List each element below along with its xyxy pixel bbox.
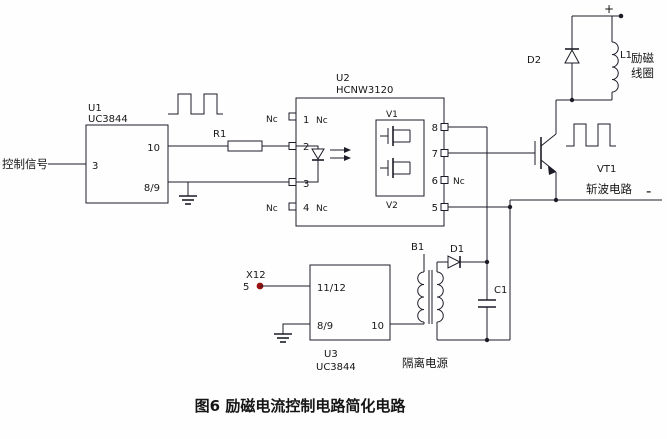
u2-v2-label: V2 <box>386 201 398 211</box>
u2-nc-in4: Nc <box>316 204 328 214</box>
u3-pin89-label: 8/9 <box>317 321 333 332</box>
u1-pin10-label: 10 <box>147 143 160 154</box>
u1-pin3-label: 3 <box>92 161 98 172</box>
ground-symbol <box>179 182 197 205</box>
u2-pin4-label: 4 <box>303 203 309 214</box>
r1-resistor: R1 <box>168 129 289 152</box>
junction-dots <box>484 97 575 343</box>
c1-label: C1 <box>494 285 507 296</box>
u2-pin3-label: 3 <box>303 179 309 190</box>
d2-label: D2 <box>527 55 541 66</box>
b1-label: B1 <box>411 242 424 253</box>
top-rail: + <box>572 2 624 19</box>
control-signal-input: 控制信号 <box>2 157 86 171</box>
u2-nc-in1: Nc <box>316 116 328 126</box>
u1-chip: U1 UC3844 3 10 8/9 <box>85 103 169 204</box>
u2-pin1-label: 1 <box>303 115 309 126</box>
d2-diode: D2 <box>527 16 580 100</box>
u2-pin7-label: 7 <box>432 149 438 160</box>
x12-pin-label: 5 <box>243 282 249 293</box>
u3-ref-label: U3 <box>324 349 338 360</box>
d1-diode: D1 <box>437 244 487 269</box>
r1-label: R1 <box>213 129 226 140</box>
chopper-label: 斩波电路 <box>586 182 632 196</box>
ground-symbol-2 <box>274 323 310 343</box>
u3-pin1112-label: 11/12 <box>317 283 346 294</box>
u2-v1-label: V1 <box>386 110 398 120</box>
vt1-igbt: VT1 <box>534 100 616 200</box>
l1-inductor: L1 励磁 线圈 <box>611 16 654 100</box>
figure-caption: 图6 励磁电流控制电路简化电路 <box>195 397 407 415</box>
b1-transformer: B1 <box>411 242 444 340</box>
u1-ref-label: U1 <box>88 103 102 114</box>
u2-nc-left1: Nc <box>266 115 278 125</box>
u2-ref-label: U2 <box>336 73 350 84</box>
plus-terminal-label: + <box>604 2 614 16</box>
u3-chip: 11/12 8/9 10 U3 UC3844 <box>309 264 391 373</box>
vt1-label: VT1 <box>597 164 616 175</box>
u2-pin5-label: 5 <box>432 203 438 214</box>
x12-terminal: X12 5 <box>243 270 310 293</box>
x12-label: X12 <box>246 270 266 281</box>
u2-nc-right6: Nc <box>453 177 465 187</box>
u3-part-label: UC3844 <box>316 362 356 373</box>
control-signal-label: 控制信号 <box>2 157 48 171</box>
u1-pin89-label: 8/9 <box>144 183 160 194</box>
u3-pin10-label: 10 <box>371 321 384 332</box>
output-stage-symbol: V1 V2 <box>375 110 425 211</box>
l1-label: L1 <box>620 50 632 61</box>
c1-capacitor: C1 <box>478 285 507 340</box>
u2-pin8-label: 8 <box>432 123 438 134</box>
u2-optocoupler: U2 HCNW3120 Nc 1 Nc 2 3 Nc 4 Nc 8 7 6 5 … <box>266 73 465 227</box>
u2-nc-left4: Nc <box>266 204 278 214</box>
isolated-supply-label: 隔离电源 <box>402 356 448 370</box>
u1-part-label: UC3844 <box>88 114 128 125</box>
u2-part-label: HCNW3120 <box>336 85 393 96</box>
d1-label: D1 <box>450 244 464 255</box>
led-emitter-symbol <box>296 145 351 183</box>
coil-name-line2: 线圈 <box>631 66 654 80</box>
coil-name-line1: 励磁 <box>631 51 654 65</box>
square-wave-icon <box>168 93 223 115</box>
square-wave-icon-2 <box>566 123 616 147</box>
u2-pin6-label: 6 <box>432 176 438 187</box>
minus-terminal-label: - <box>646 182 651 200</box>
u2-pin2-label: 2 <box>303 142 309 153</box>
